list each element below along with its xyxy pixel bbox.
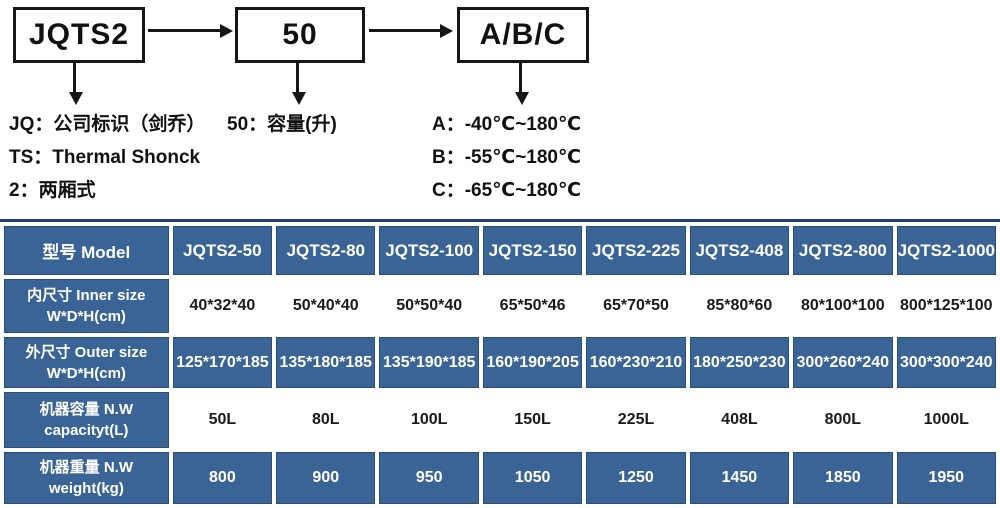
table-cell: 100L xyxy=(379,392,479,448)
table-cell: 135*180*185 xyxy=(276,337,376,388)
row-label-weight: 机器重量 N.W weight(kg) xyxy=(4,452,169,504)
table-cell: 800*125*100 xyxy=(896,279,996,333)
table-cell: 950 xyxy=(379,452,479,504)
table-cell: 40*32*40 xyxy=(172,279,273,333)
arrow-down-1-head-icon xyxy=(69,92,83,105)
arrow-right-2-head-icon xyxy=(440,23,453,38)
table-cell: 900 xyxy=(276,452,376,504)
legend-line: JQ：公司标识（剑乔） xyxy=(9,114,206,135)
row-label-line: capacityt(L) xyxy=(44,422,129,439)
arrow-down-2-head-icon xyxy=(292,92,306,105)
table-cell: 1000L xyxy=(896,392,996,448)
arrow-down-3-head-icon xyxy=(515,92,529,105)
header-model: JQTS2-80 xyxy=(276,226,376,275)
row-label-inner-size: 内尺寸 Inner size W*D*H(cm) xyxy=(4,279,169,333)
row-label-outer-size: 外尺寸 Outer size W*D*H(cm) xyxy=(4,337,169,388)
header-model: JQTS2-50 xyxy=(172,226,273,275)
table-cell: 225L xyxy=(586,392,686,448)
table-cell: 1950 xyxy=(896,452,996,504)
legend-line: TS：Thermal Shonck xyxy=(9,147,201,168)
table-cell: 180*250*230 xyxy=(689,337,790,388)
table-cell: 150L xyxy=(482,392,583,448)
row-label-line: 机器容量 N.W xyxy=(39,401,133,418)
code-box-temp-grade: A/B/C xyxy=(457,7,589,63)
arrow-right-2-line xyxy=(369,29,441,32)
table-cell: 65*50*46 xyxy=(482,279,583,333)
table-cell: 50*50*40 xyxy=(379,279,479,333)
row-label-line: weight(kg) xyxy=(48,480,124,497)
legend-line: 50：容量(升) xyxy=(227,114,337,135)
arrow-down-1-line xyxy=(73,60,76,93)
table-cell: 800 xyxy=(172,452,273,504)
header-model: JQTS2-100 xyxy=(379,226,479,275)
arrow-down-2-line xyxy=(296,60,299,93)
table-cell: 80*100*100 xyxy=(793,279,893,333)
table-cell: 50*40*40 xyxy=(276,279,376,333)
table-cell: 125*170*185 xyxy=(172,337,273,388)
table-cell: 160*190*205 xyxy=(482,337,583,388)
table-cell: 1450 xyxy=(689,452,790,504)
table-cell: 160*230*210 xyxy=(586,337,686,388)
code-box-capacity: 50 xyxy=(235,7,365,63)
table-cell: 300*260*240 xyxy=(793,337,893,388)
legend-temp-grades: A：-40℃~180℃ B：-55℃~180℃ C：-65℃~180℃ xyxy=(432,108,581,207)
legend-capacity: 50：容量(升) xyxy=(227,108,337,141)
row-label-line: W*D*H(cm) xyxy=(46,308,126,325)
header-model: JQTS2-150 xyxy=(482,226,583,275)
table-row-outer-size: 外尺寸 Outer size W*D*H(cm) 125*170*185 135… xyxy=(4,337,996,388)
legend-series: JQ：公司标识（剑乔） TS：Thermal Shonck 2：两厢式 xyxy=(9,108,205,207)
table-cell: 65*70*50 xyxy=(586,279,686,333)
arrow-right-1-head-icon xyxy=(220,23,233,38)
table-row-capacity: 机器容量 N.W capacityt(L) 50L 80L 100L 150L … xyxy=(4,392,996,448)
header-model: JQTS2-408 xyxy=(689,226,790,275)
table-cell: 50L xyxy=(172,392,273,448)
arrow-right-1-line xyxy=(148,29,221,32)
row-label-capacity: 机器容量 N.W capacityt(L) xyxy=(4,392,169,448)
row-label-line: 外尺寸 Outer size xyxy=(25,343,148,361)
row-label-line: W*D*H(cm) xyxy=(46,364,126,382)
table-cell: 80L xyxy=(276,392,376,448)
header-model: JQTS2-225 xyxy=(586,226,686,275)
header-model: JQTS2-800 xyxy=(793,226,893,275)
table-cell: 1850 xyxy=(793,452,893,504)
table-row-inner-size: 内尺寸 Inner size W*D*H(cm) 40*32*40 50*40*… xyxy=(4,279,996,333)
model-code-flowchart: JQTS2 50 A/B/C JQ：公司标识（剑乔） TS：Thermal Sh… xyxy=(0,0,1000,218)
table-cell: 800L xyxy=(793,392,893,448)
table-row-weight: 机器重量 N.W weight(kg) 800 900 950 1050 125… xyxy=(4,452,996,504)
spec-table: 型号 Model JQTS2-50 JQTS2-80 JQTS2-100 JQT… xyxy=(0,219,1000,508)
legend-line: A：-40℃~180℃ xyxy=(432,114,581,135)
table-header-row: 型号 Model JQTS2-50 JQTS2-80 JQTS2-100 JQT… xyxy=(4,226,996,275)
table-cell: 135*190*185 xyxy=(379,337,479,388)
code-box-series: JQTS2 xyxy=(13,7,145,63)
row-label-line: 机器重量 N.W xyxy=(39,459,133,476)
legend-line: C：-65℃~180℃ xyxy=(432,180,581,201)
row-label-line: 内尺寸 Inner size xyxy=(27,287,146,304)
table-cell: 1250 xyxy=(586,452,686,504)
table-cell: 300*300*240 xyxy=(896,337,996,388)
header-model: JQTS2-1000 xyxy=(896,226,996,275)
legend-line: B：-55℃~180℃ xyxy=(432,147,581,168)
table-cell: 85*80*60 xyxy=(689,279,790,333)
arrow-down-3-line xyxy=(519,60,522,93)
legend-line: 2：两厢式 xyxy=(9,180,96,201)
table-cell: 1050 xyxy=(482,452,583,504)
header-model-label: 型号 Model xyxy=(4,226,169,275)
table-cell: 408L xyxy=(689,392,790,448)
